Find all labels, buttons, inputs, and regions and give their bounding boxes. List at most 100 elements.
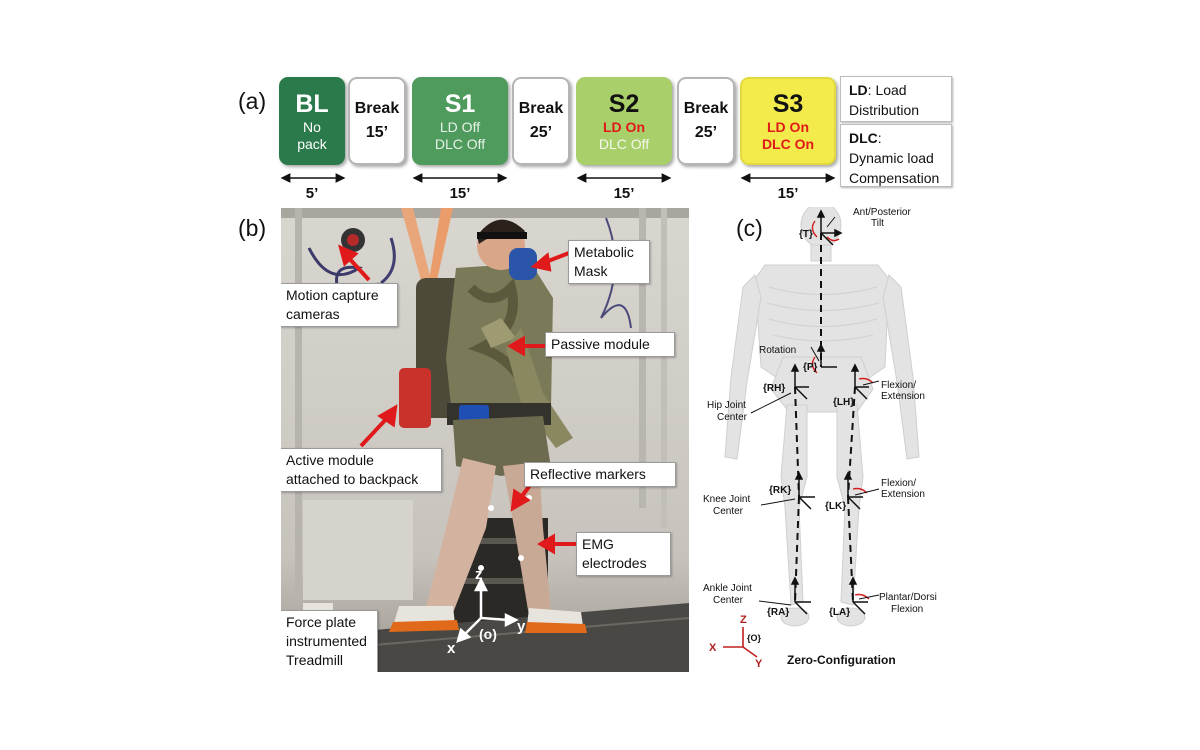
legend-dlc-text: : bbox=[877, 130, 882, 146]
label-plantar-line1: Plantar/Dorsi bbox=[879, 592, 937, 603]
label-emg-electrodes: EMG electrodes bbox=[576, 532, 671, 576]
coordinate-axes bbox=[456, 577, 519, 643]
label-metabolic-mask: Metabolic Mask bbox=[568, 240, 650, 284]
label-knee-line2: Center bbox=[713, 506, 744, 517]
label-hip-line1: Hip Joint bbox=[707, 400, 746, 411]
label-flexext-hip-line1: Flexion/ bbox=[881, 380, 916, 391]
duration-s3: 15’ bbox=[777, 185, 799, 202]
label-flexext-hip-line2: Extension bbox=[881, 391, 925, 402]
legend-ld: LD: Load Distribution bbox=[840, 76, 952, 122]
label-P: {P} bbox=[803, 362, 818, 373]
label-LK: {LK} bbox=[825, 501, 846, 512]
session3-title: S3 bbox=[772, 89, 804, 118]
baseline-line2: pack bbox=[297, 135, 327, 152]
baseline-box: BL No pack bbox=[279, 77, 345, 165]
global-axis-z: Z bbox=[740, 614, 747, 626]
session3-line1: LD On bbox=[767, 118, 809, 135]
panel-label-a: (a) bbox=[238, 88, 267, 114]
duration-s1: 15’ bbox=[449, 185, 471, 202]
duration-arrows bbox=[280, 173, 836, 183]
axis-label-x: x bbox=[447, 640, 456, 657]
session2-title: S2 bbox=[608, 89, 640, 118]
label-ankle-line2: Center bbox=[713, 595, 744, 606]
label-force-line2: instrumented bbox=[286, 633, 367, 649]
session1-box: S1 LD Off DLC Off bbox=[412, 77, 508, 165]
axis-label-z: z bbox=[475, 566, 483, 583]
session3-line2: DLC On bbox=[761, 135, 815, 152]
label-emg-line1: EMG bbox=[582, 536, 614, 552]
label-motion-capture-line1: Motion capture bbox=[286, 287, 379, 303]
global-axis-origin: {O} bbox=[747, 633, 762, 643]
label-rotation: Rotation bbox=[759, 345, 796, 356]
axis-label-y: y bbox=[517, 618, 526, 635]
metabolic-mask-shape bbox=[509, 248, 537, 280]
break2-label: Break bbox=[518, 100, 564, 117]
global-axis-y: Y bbox=[755, 658, 763, 669]
skeleton-diagram: Ant/Posterior Tilt {T} Rotation {P} {RH}… bbox=[703, 207, 937, 669]
duration-bl: 5’ bbox=[305, 185, 319, 202]
experiment-photo: Motion capture cameras Metabolic Mask Pa… bbox=[281, 208, 689, 672]
break2-duration: 25’ bbox=[529, 124, 553, 141]
break1-label: Break bbox=[354, 100, 400, 117]
label-T: {T} bbox=[799, 229, 813, 240]
session2-line1: LD On bbox=[603, 118, 645, 135]
label-active-module-line2: attached to backpack bbox=[286, 471, 419, 487]
zero-configuration-caption: Zero-Configuration bbox=[787, 653, 896, 667]
legend-ld-text2: Distribution bbox=[849, 102, 920, 118]
legend-ld-key: LD bbox=[849, 82, 868, 98]
legend-dlc-text3: Compensation bbox=[849, 170, 940, 186]
label-metabolic-mask-line2: Mask bbox=[574, 263, 608, 279]
label-flexext-knee-line2: Extension bbox=[881, 489, 925, 500]
legend-dlc-key: DLC bbox=[849, 130, 878, 146]
label-motion-capture: Motion capture cameras bbox=[281, 283, 398, 327]
break-box-3: Break 25’ bbox=[677, 77, 735, 165]
label-force-line1: Force plate bbox=[286, 614, 357, 630]
label-force-line3: Treadmill bbox=[286, 652, 344, 668]
legend-ld-text: : Load bbox=[867, 82, 907, 98]
label-knee-line1: Knee Joint bbox=[703, 494, 750, 505]
legend-dlc-text2: Dynamic load bbox=[849, 150, 934, 166]
panel-label-c: (c) bbox=[736, 215, 763, 241]
label-emg-line2: electrodes bbox=[582, 555, 647, 571]
photo-illustration bbox=[281, 208, 689, 672]
break3-duration: 25’ bbox=[694, 124, 718, 141]
label-LA: {LA} bbox=[829, 607, 850, 618]
label-hip-line2: Center bbox=[717, 412, 748, 423]
session1-title: S1 bbox=[444, 89, 476, 118]
label-RH: {RH} bbox=[763, 383, 785, 394]
label-motion-capture-line2: cameras bbox=[286, 306, 340, 322]
baseline-title: BL bbox=[295, 89, 329, 118]
label-flexext-knee-line1: Flexion/ bbox=[881, 478, 916, 489]
label-RA: {RA} bbox=[767, 607, 789, 618]
duration-s2: 15’ bbox=[613, 185, 635, 202]
break-box-1: Break 15’ bbox=[348, 77, 406, 165]
label-passive-module-text: Passive module bbox=[551, 336, 650, 352]
global-axis-x: X bbox=[709, 642, 717, 654]
label-force-plate: Force plate instrumented Treadmill bbox=[281, 610, 378, 672]
session2-box: S2 LD On DLC Off bbox=[576, 77, 672, 165]
label-RK: {RK} bbox=[769, 485, 791, 496]
label-ankle-line1: Ankle Joint bbox=[703, 583, 752, 594]
label-reflective-markers-text: Reflective markers bbox=[530, 466, 646, 482]
break-box-2: Break 25’ bbox=[512, 77, 570, 165]
panel-label-b: (b) bbox=[238, 215, 267, 241]
global-axes-icon bbox=[723, 627, 758, 658]
joint-axes bbox=[790, 209, 869, 615]
session1-line2: DLC Off bbox=[434, 135, 486, 152]
label-reflective-markers: Reflective markers bbox=[524, 462, 676, 487]
session1-line1: LD Off bbox=[439, 118, 481, 135]
axis-label-origin: (o) bbox=[479, 626, 497, 642]
label-active-module-line1: Active module bbox=[286, 452, 374, 468]
baseline-line1: No bbox=[303, 118, 321, 135]
label-tilt-line2: Tilt bbox=[871, 218, 884, 229]
break3-label: Break bbox=[683, 100, 729, 117]
label-metabolic-mask-line1: Metabolic bbox=[574, 244, 634, 260]
break1-duration: 15’ bbox=[365, 124, 389, 141]
label-passive-module: Passive module bbox=[545, 332, 675, 357]
label-LH: {LH} bbox=[833, 397, 854, 408]
session2-line2: DLC Off bbox=[598, 135, 650, 152]
label-active-module: Active module attached to backpack bbox=[281, 448, 442, 492]
label-plantar-line2: Flexion bbox=[891, 604, 923, 615]
label-tilt-line1: Ant/Posterior bbox=[853, 207, 911, 218]
legend-dlc: DLC: Dynamic load Compensation bbox=[840, 124, 952, 187]
